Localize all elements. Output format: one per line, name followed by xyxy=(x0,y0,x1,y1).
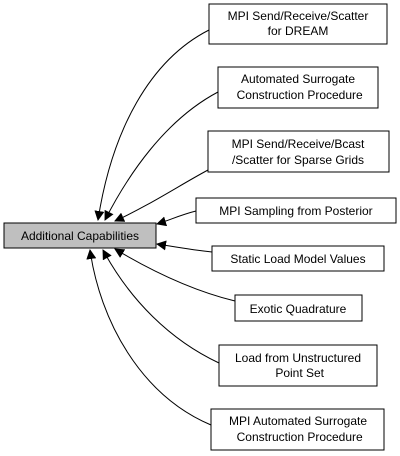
node-label-line-2: Construction Procedure xyxy=(233,430,363,444)
node-static-load-model-values[interactable]: Static Load Model Values xyxy=(211,245,385,272)
node-load-from-unstructured-point-set[interactable]: Load from Unstructured Point Set xyxy=(218,344,378,387)
node-label-line-1: MPI Send/Receive/Bcast xyxy=(232,137,365,151)
node-mpi-automated-surrogate-construction[interactable]: MPI Automated Surrogate Construction Pro… xyxy=(210,408,385,451)
node-label-line-2: /Scatter for Sparse Grids xyxy=(232,153,364,167)
node-label-line-1: Static Load Model Values xyxy=(230,252,365,266)
node-label-line-2: Construction Procedure xyxy=(233,88,363,102)
edge-n6 xyxy=(114,248,236,302)
node-label-line-1: MPI Automated Surrogate xyxy=(229,414,367,428)
node-label-line-1: Automated Surrogate xyxy=(241,72,355,86)
edge-n5 xyxy=(156,240,213,253)
node-mpi-send-receive-scatter-dream[interactable]: MPI Send/Receive/Scatter for DREAM xyxy=(208,3,388,45)
node-label-line-1: Exotic Quadrature xyxy=(250,302,347,316)
node-mpi-sampling-from-posterior[interactable]: MPI Sampling from Posterior xyxy=(195,197,397,224)
root-node: Additional Capabilities xyxy=(3,222,157,249)
edge-n2 xyxy=(104,91,219,221)
node-exotic-quadrature[interactable]: Exotic Quadrature xyxy=(234,294,363,322)
node-label-line-1: MPI Send/Receive/Scatter xyxy=(228,9,369,23)
edge-n4 xyxy=(156,210,197,227)
node-label-line-1: MPI Sampling from Posterior xyxy=(219,204,372,218)
root-node-label: Additional Capabilities xyxy=(21,229,139,243)
node-automated-surrogate-construction[interactable]: Automated Surrogate Construction Procedu… xyxy=(217,66,379,109)
node-label-line-2: Point Set xyxy=(272,366,325,380)
edges xyxy=(86,29,236,426)
edge-n7 xyxy=(102,249,220,364)
node-label-line-1: Load from Unstructured xyxy=(235,351,361,365)
edge-n3 xyxy=(114,169,209,222)
node-label-line-2: for DREAM xyxy=(268,24,329,38)
edge-n8 xyxy=(86,249,212,426)
node-mpi-send-receive-bcast-sparse[interactable]: MPI Send/Receive/Bcast /Scatter for Spar… xyxy=(207,130,390,173)
edge-n1 xyxy=(94,29,210,221)
